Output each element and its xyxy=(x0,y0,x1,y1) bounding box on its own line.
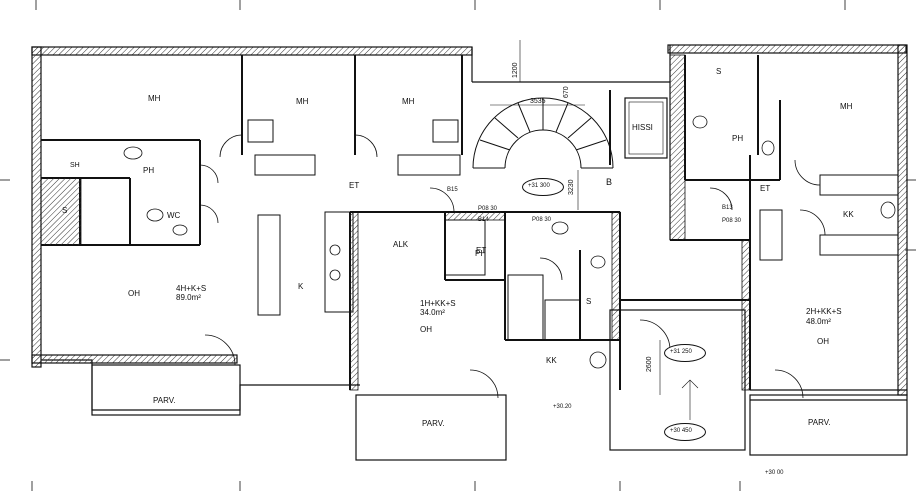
dimension-lines xyxy=(490,40,699,420)
door-code: P08 30 xyxy=(722,218,742,224)
apartment-area: 48.0m² xyxy=(806,317,831,326)
room-label: S xyxy=(586,297,592,306)
level-marker xyxy=(522,178,564,196)
level-marker xyxy=(664,344,706,362)
dimension-label: 3230 xyxy=(568,179,575,195)
room-label: KK xyxy=(843,210,854,219)
dimension-label: 670 xyxy=(563,86,570,98)
hatched-partitions xyxy=(40,54,751,391)
room-label: HISSI xyxy=(632,123,653,132)
level-label: +31 250 xyxy=(670,349,692,355)
room-label: PARV. xyxy=(808,418,831,427)
level-label: +30 00 xyxy=(765,470,784,476)
door-swings xyxy=(199,134,826,399)
door-code: B15 xyxy=(447,187,458,193)
room-label: PH xyxy=(475,249,487,258)
dimension-label: 1200 xyxy=(512,62,519,78)
spiral-staircase xyxy=(472,97,614,169)
room-label: ET xyxy=(349,181,360,190)
level-marker xyxy=(664,423,706,441)
door-code: P08 30 xyxy=(478,206,498,212)
room-label: S xyxy=(716,67,722,76)
bath-fixtures xyxy=(123,115,896,369)
room-label: MH xyxy=(296,97,309,106)
room-label: WC xyxy=(167,211,181,220)
door-code: B14 xyxy=(478,217,489,223)
room-label: ALK xyxy=(393,240,409,249)
room-label: OH xyxy=(128,289,140,298)
kitchen-counters xyxy=(247,119,899,341)
level-label: +30 450 xyxy=(670,428,692,434)
room-label: OH xyxy=(817,337,829,346)
room-label: KK xyxy=(546,356,557,365)
dimension-label: 3535 xyxy=(530,98,546,105)
room-label: PH xyxy=(732,134,744,143)
room-label: S xyxy=(62,206,68,215)
room-label: PH xyxy=(143,166,155,175)
level-label: +31 300 xyxy=(528,183,550,189)
door-code: B13 xyxy=(722,205,733,211)
room-label: PARV. xyxy=(153,396,176,405)
level-label: +30.20 xyxy=(553,404,572,410)
room-label: SH xyxy=(70,162,80,169)
door-code: P08 30 xyxy=(532,217,552,223)
room-label: OH xyxy=(420,325,432,334)
balconies xyxy=(91,309,908,461)
room-label: ET xyxy=(476,246,487,255)
room-label: K xyxy=(298,282,304,291)
apartment-type: 4H+K+S xyxy=(176,284,207,293)
apartment-area: 89.0m² xyxy=(176,293,201,302)
room-label: MH xyxy=(840,102,853,111)
apartment-type: 1H+KK+S xyxy=(420,299,456,308)
apartment-area: 34.0m² xyxy=(420,308,445,317)
elevator-shaft xyxy=(624,97,668,159)
room-label: MH xyxy=(402,97,415,106)
room-label: ET xyxy=(760,184,771,193)
exterior-walls xyxy=(31,44,908,411)
room-label: B xyxy=(606,177,613,187)
room-label: MH xyxy=(148,94,161,103)
apartment-type: 2H+KK+S xyxy=(806,307,842,316)
room-label: PARV. xyxy=(422,419,445,428)
dimension-label: 2600 xyxy=(646,356,653,372)
